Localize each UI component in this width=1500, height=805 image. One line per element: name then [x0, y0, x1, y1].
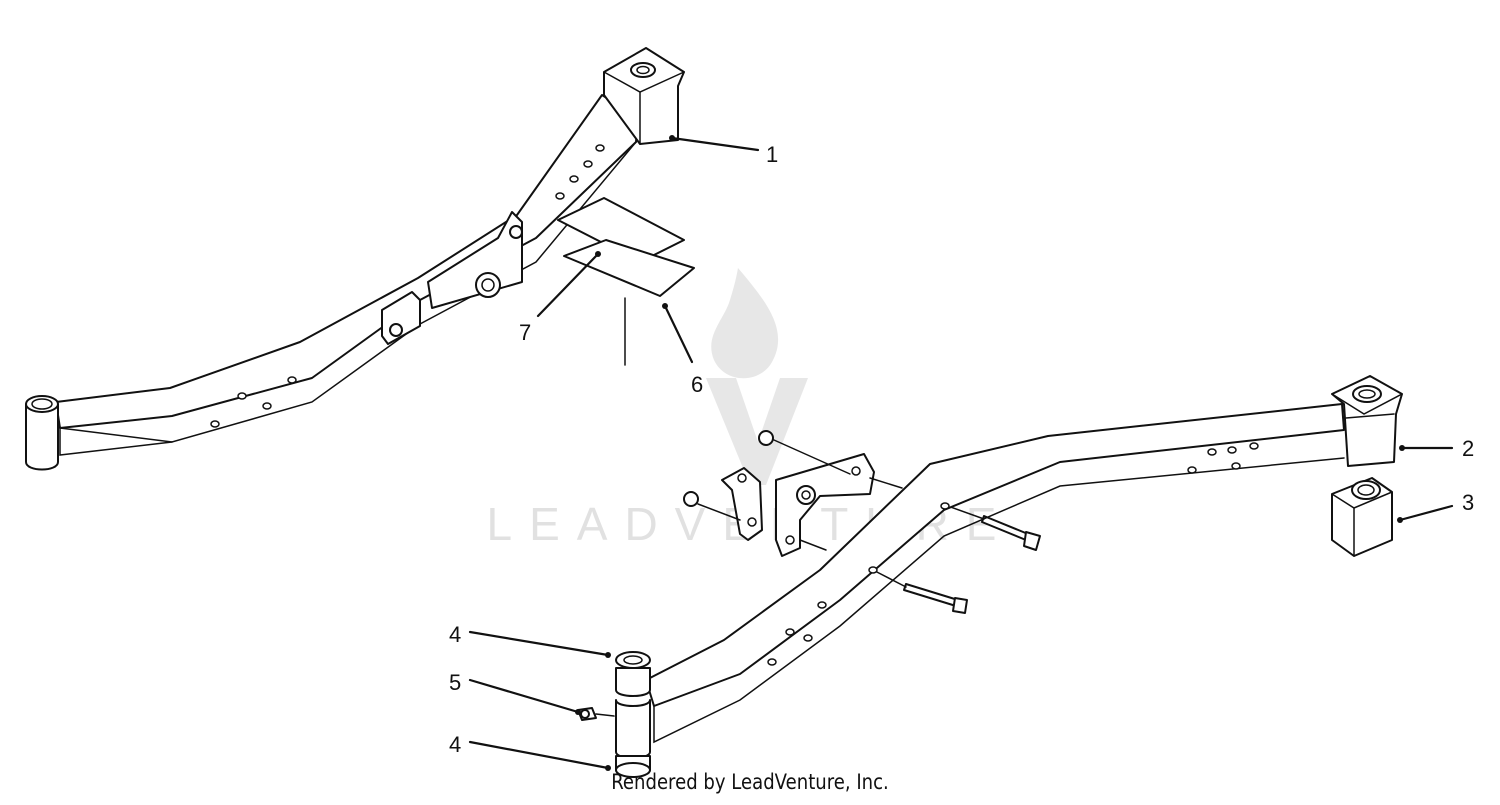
callout-6: 6 — [691, 372, 703, 397]
pivot-tube-assembly — [577, 651, 651, 778]
callout-7: 7 — [519, 320, 531, 345]
callout-2: 2 — [1462, 436, 1474, 461]
callout-5: 5 — [449, 670, 461, 695]
pivot-tube — [615, 699, 651, 759]
pivot-plate-right — [775, 453, 875, 557]
spindle-bracket-upper — [603, 47, 685, 145]
watermark-v-icon — [706, 378, 808, 485]
nut-upper — [758, 430, 774, 446]
leader-4a — [468, 630, 610, 657]
callout-4-top: 4 — [449, 622, 461, 647]
axle-beam-lower-body — [645, 403, 1345, 707]
nut-lower — [683, 491, 699, 507]
leader-5 — [468, 678, 580, 714]
leader-1 — [670, 136, 760, 152]
axle-beam-upper-body — [55, 94, 639, 429]
callout-1: 1 — [766, 142, 778, 167]
axle-beam-upper-end-tube — [25, 403, 59, 471]
spindle-bracket-lower — [1331, 375, 1403, 467]
callout-labels: 1 2 3 4 5 4 6 7 — [449, 142, 1474, 757]
spindle-block — [1331, 477, 1393, 557]
watermark-flame-icon — [711, 268, 779, 379]
bolt-lower — [903, 583, 959, 607]
center-bracket-hardware — [683, 430, 1041, 614]
axle-beam-lower — [645, 375, 1403, 744]
decal-parts — [557, 197, 695, 366]
pivot-bracket-upper — [427, 211, 523, 309]
callout-leaders — [468, 135, 1454, 771]
axle-beam-upper — [25, 47, 685, 471]
leader-7 — [536, 252, 600, 318]
callout-3: 3 — [1462, 490, 1474, 515]
bushing-bottom — [615, 762, 651, 778]
leader-6 — [663, 304, 694, 364]
bushing-top — [615, 651, 651, 669]
leader-3 — [1398, 504, 1454, 522]
callout-4-bottom: 4 — [449, 732, 461, 757]
render-credit: Rendered by LeadVenture, Inc. — [611, 770, 889, 794]
leader-4b — [468, 740, 610, 770]
